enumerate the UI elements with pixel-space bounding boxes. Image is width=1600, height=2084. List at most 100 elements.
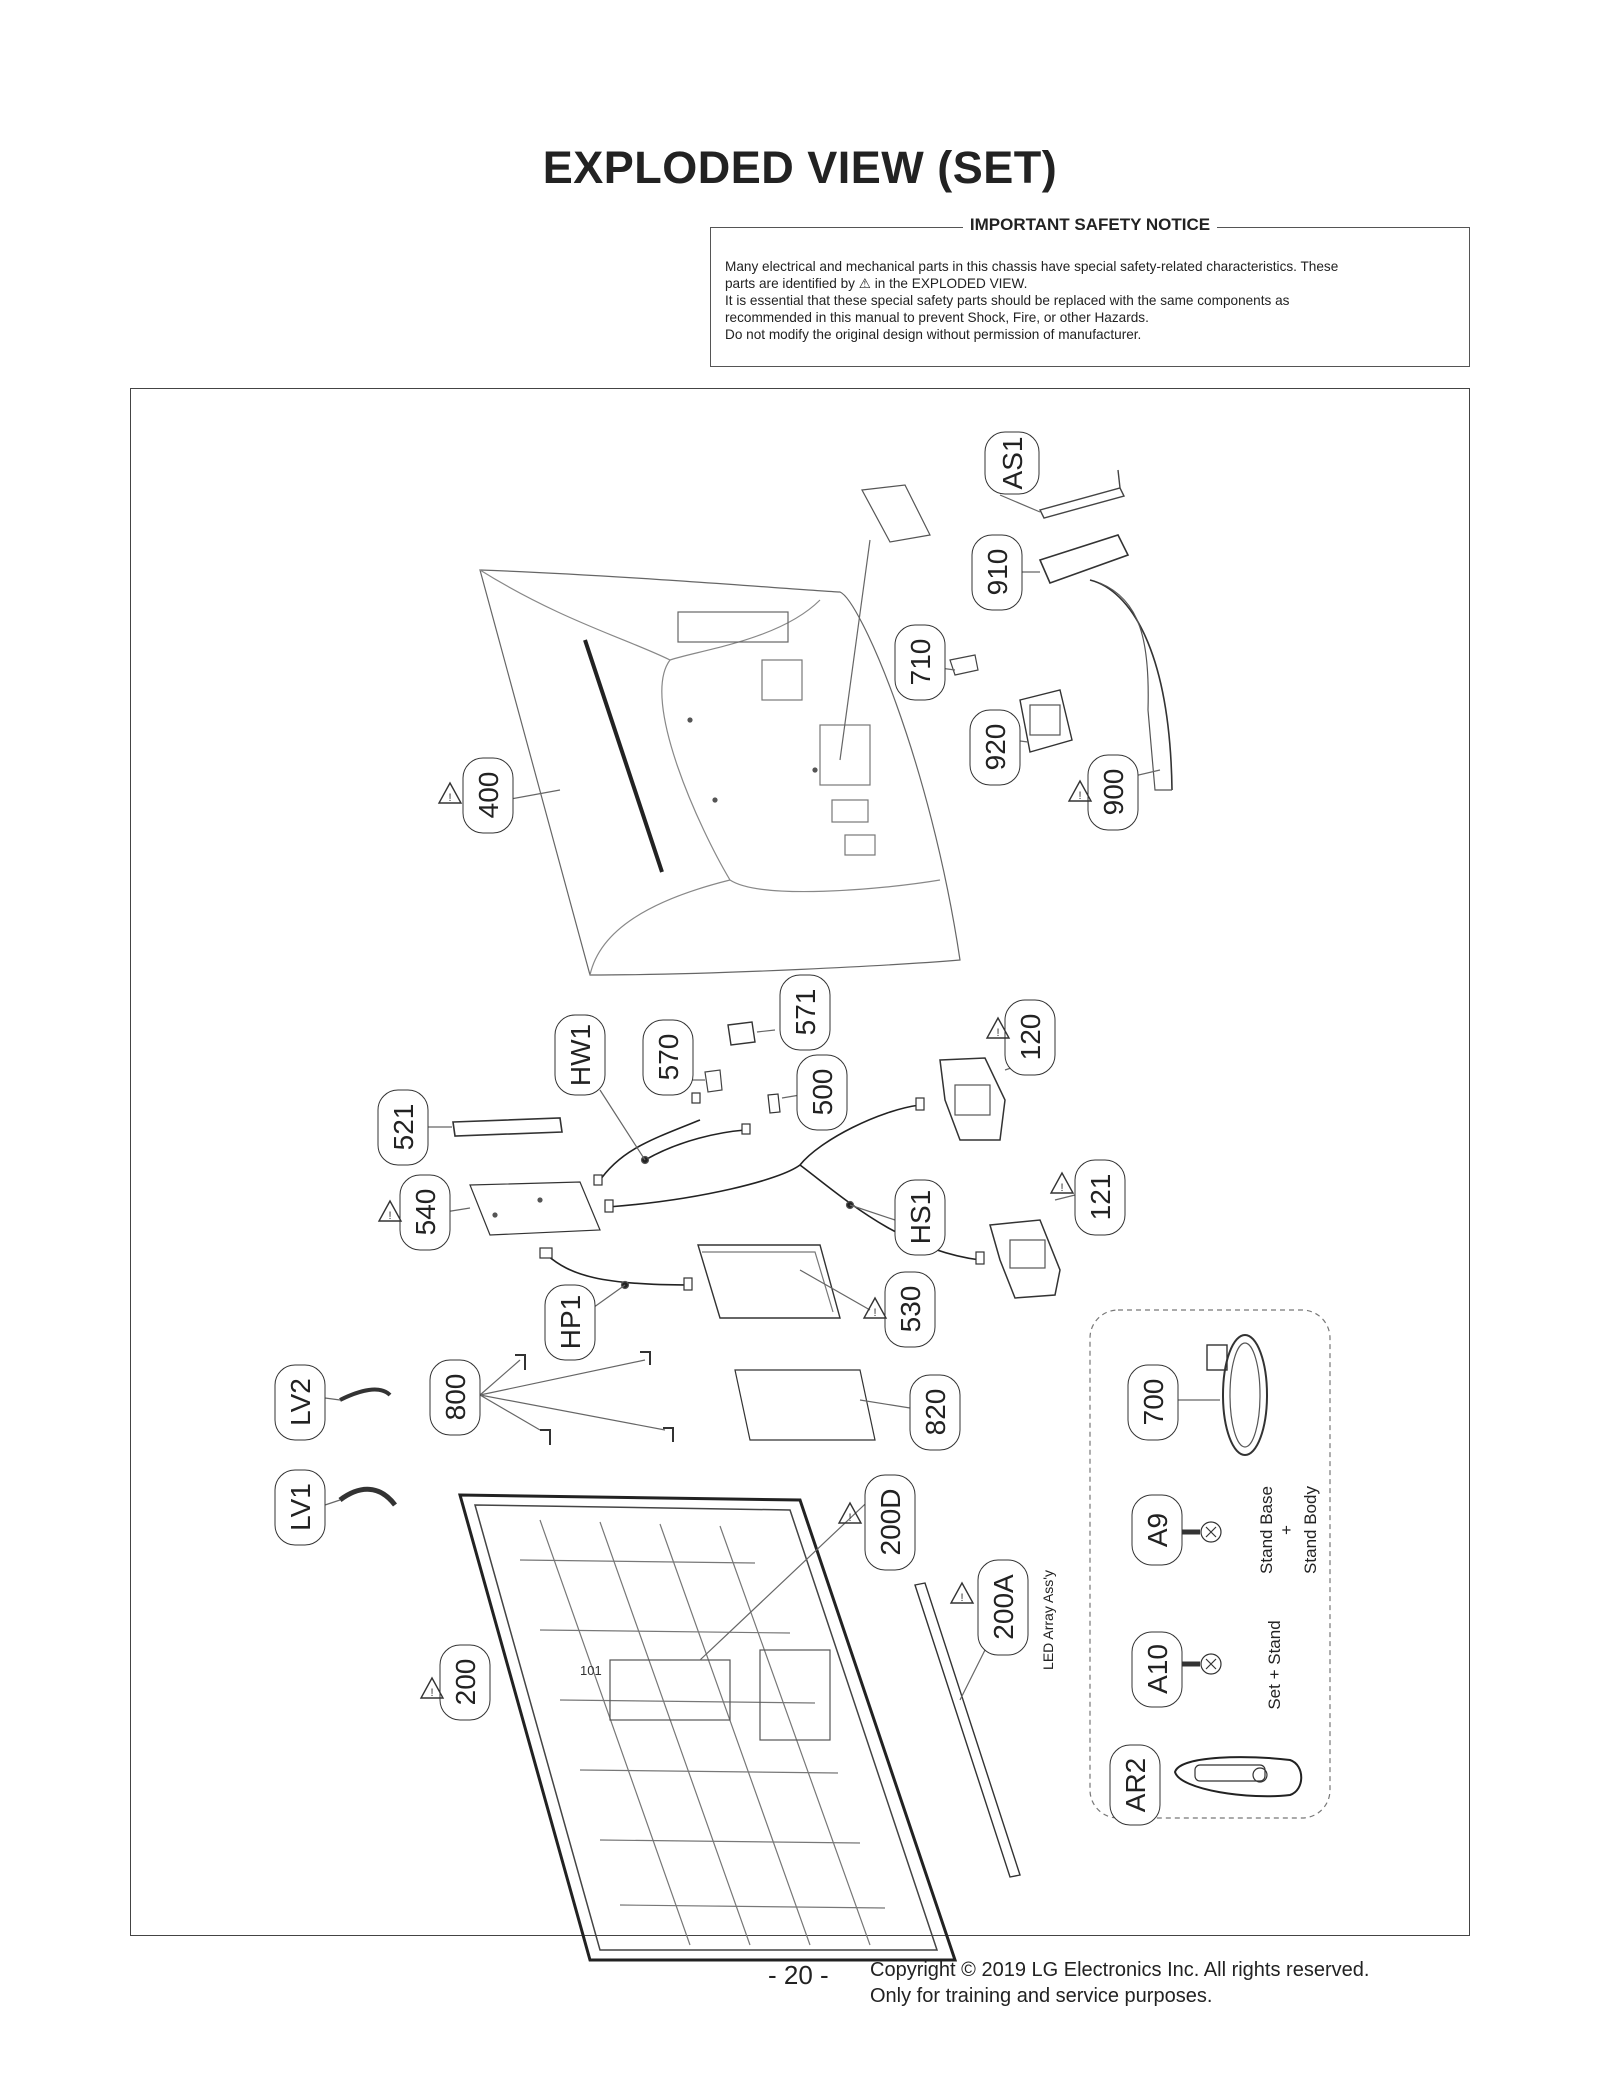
part-label-ar2: AR2	[1109, 1744, 1161, 1826]
power-board-530	[697, 1244, 871, 1319]
panel-mark-text: 101	[580, 1663, 602, 1678]
svg-text:820: 820	[920, 1389, 951, 1436]
speaker-120	[939, 1057, 1021, 1141]
part-label-570: 570	[642, 1019, 694, 1096]
part-label-521: 521	[377, 1089, 429, 1166]
notice-line-4: recommended in this manual to prevent Sh…	[725, 310, 1149, 325]
safety-notice-heading: IMPORTANT SAFETY NOTICE	[962, 215, 1218, 234]
back-cover-400	[479, 569, 961, 976]
warning-triangle-icon: ⚠	[858, 276, 871, 291]
part-label-hs1: HS1	[894, 1179, 946, 1256]
svg-text:HW1: HW1	[565, 1024, 596, 1086]
part-label-121: 121	[1074, 1159, 1126, 1236]
svg-text:HS1: HS1	[905, 1190, 936, 1244]
speaker-121	[989, 1194, 1076, 1299]
svg-text:540: 540	[410, 1189, 441, 1236]
part-label-lv1: LV1	[274, 1469, 326, 1546]
remote-control-ar2	[1173, 1756, 1303, 1798]
svg-text:800: 800	[440, 1374, 471, 1421]
warning-icons	[378, 780, 1092, 1700]
screw-a10	[1180, 1653, 1222, 1675]
page-title: EXPLODED VIEW (SET)	[542, 142, 1058, 193]
warning-triangle-icon	[950, 1582, 974, 1605]
warning-triangle-icon	[838, 1502, 862, 1525]
safety-notice-text: Many electrical and mechanical parts in …	[725, 258, 1455, 343]
svg-text:LV1: LV1	[285, 1483, 316, 1531]
part-label-hp1: HP1	[544, 1284, 596, 1361]
stand-base-label: Stand Base	[1257, 1486, 1276, 1574]
part-label-540: 540	[399, 1174, 451, 1251]
as1-bracket	[999, 469, 1126, 519]
accessory-box	[1089, 1309, 1331, 1819]
part-label-900: 900	[1087, 754, 1139, 831]
copyright-notice: Copyright © 2019 LG Electronics Inc. All…	[870, 1957, 1369, 2009]
part-label-200a: 200A	[977, 1559, 1029, 1656]
part-label-200: 200	[439, 1644, 491, 1721]
warning-triangle-icon	[438, 782, 462, 805]
power-cord-700	[1175, 1334, 1268, 1456]
cable-lv1	[324, 1486, 397, 1507]
svg-text:900: 900	[1098, 769, 1129, 816]
part-label-as1: AS1	[984, 431, 1040, 495]
part-label-910: 910	[971, 534, 1023, 611]
cable-hw1	[593, 1089, 751, 1186]
part-label-a9: A9	[1131, 1494, 1183, 1566]
leader-400	[504, 789, 561, 801]
sheet-820	[734, 1369, 911, 1441]
stand-body-910	[1000, 534, 1173, 791]
notice-line-1: Many electrical and mechanical parts in …	[725, 259, 1339, 274]
svg-text:920: 920	[980, 724, 1011, 771]
svg-text:200: 200	[450, 1659, 481, 1706]
part-label-571: 571	[779, 974, 831, 1051]
copyright-line-1: Copyright © 2019 LG Electronics Inc. All…	[870, 1959, 1370, 1981]
svg-text:A9: A9	[1142, 1513, 1173, 1547]
svg-text:700: 700	[1138, 1379, 1169, 1426]
part-label-700: 700	[1127, 1364, 1179, 1441]
svg-text:710: 710	[905, 639, 936, 686]
notice-line-3: It is essential that these special safet…	[725, 293, 1290, 308]
main-board-540	[444, 1181, 601, 1236]
svg-text:120: 120	[1015, 1014, 1046, 1061]
part-label-200d: 200D	[864, 1474, 916, 1571]
part-label-a10: A10	[1131, 1631, 1183, 1708]
annotations: LED Array Ass'y Stand Base + Stand Body …	[1040, 1486, 1320, 1710]
svg-text:571: 571	[790, 989, 821, 1036]
copyright-line-2: Only for training and service purposes.	[870, 1985, 1213, 2007]
plus-label: +	[1277, 1525, 1296, 1535]
part-500	[767, 1093, 801, 1114]
part-label-hw1: HW1	[554, 1014, 606, 1096]
stand-cover-part	[839, 484, 931, 761]
warning-triangle-icon	[1050, 1172, 1074, 1195]
page-number: - 20 -	[768, 1960, 829, 1990]
svg-text:A10: A10	[1142, 1644, 1173, 1694]
warning-triangle-icon	[378, 1200, 402, 1223]
svg-text:121: 121	[1085, 1174, 1116, 1221]
set-stand-label: Set + Stand	[1265, 1620, 1284, 1709]
cable-lv2	[324, 1387, 392, 1402]
part-label-530: 530	[884, 1271, 936, 1348]
part-label-820: 820	[909, 1374, 961, 1451]
part-571	[727, 1021, 776, 1046]
notice-line-2: parts are identified by ⚠ in the EXPLODE…	[725, 276, 1028, 291]
stand-base-920	[1011, 689, 1073, 753]
svg-text:200D: 200D	[875, 1489, 906, 1556]
exploded-view-frame	[130, 388, 1470, 1936]
cover-710	[939, 654, 979, 676]
svg-text:AR2: AR2	[1120, 1758, 1151, 1812]
brackets-800	[479, 1351, 674, 1445]
part-label-920: 920	[969, 709, 1021, 786]
svg-text:200A: 200A	[988, 1574, 1019, 1640]
label-capsules: AS1 910 710 920 900 400 HW1 570 571 500 …	[274, 431, 1183, 1826]
svg-text:521: 521	[388, 1104, 419, 1151]
part-label-500: 500	[796, 1054, 848, 1131]
notice-line-5: Do not modify the original design withou…	[725, 327, 1142, 342]
cable-hp1	[539, 1247, 693, 1311]
svg-text:400: 400	[473, 772, 504, 819]
svg-text:910: 910	[982, 549, 1013, 596]
svg-text:530: 530	[895, 1286, 926, 1333]
part-label-120: 120	[1004, 999, 1056, 1076]
part-label-400: 400	[462, 757, 514, 834]
svg-text:570: 570	[653, 1034, 684, 1081]
cable-hs1	[604, 1097, 985, 1265]
safety-notice-box: IMPORTANT SAFETY NOTICE Many electrical …	[710, 215, 1470, 367]
